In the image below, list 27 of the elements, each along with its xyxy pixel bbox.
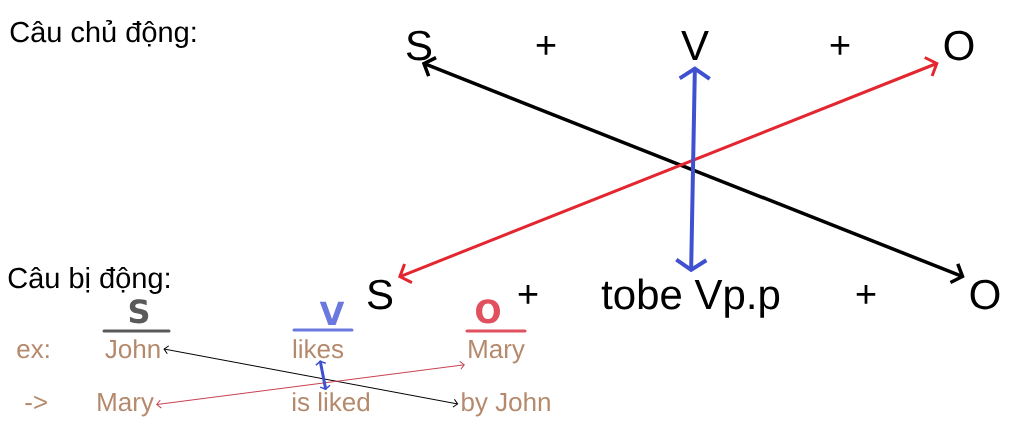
handwritten-letter: O (476, 299, 500, 324)
example-word: John (105, 339, 160, 359)
example-word: likes (293, 339, 344, 359)
prefix-label: ex: (17, 344, 49, 359)
pattern-term: O (970, 279, 1000, 310)
heading: Câu bị động: (8, 266, 169, 294)
pattern-term: S (406, 30, 432, 61)
prefix-label: -> (25, 395, 47, 410)
pattern-term: O (944, 30, 974, 61)
double-arrow (675, 66, 711, 273)
plus-sign: + (856, 285, 876, 304)
plus-sign: + (536, 36, 556, 55)
example-word: by John (462, 392, 550, 417)
handwritten-letter: S (129, 299, 149, 324)
example-word: Mary (98, 393, 154, 417)
heading: Câu chủ động: (10, 20, 196, 48)
double-arrow (156, 360, 465, 409)
plus-sign: + (518, 285, 538, 304)
plus-sign: + (830, 36, 850, 55)
double-arrow (315, 360, 331, 390)
double-arrow (163, 345, 459, 408)
pattern-term: tobe Vp.p (601, 278, 780, 318)
example-word: Mary (469, 340, 525, 364)
pattern-term: S (367, 279, 393, 310)
example-word: is liked (293, 392, 370, 412)
handwritten-letter: V (319, 301, 345, 325)
pattern-term: V (681, 31, 709, 60)
